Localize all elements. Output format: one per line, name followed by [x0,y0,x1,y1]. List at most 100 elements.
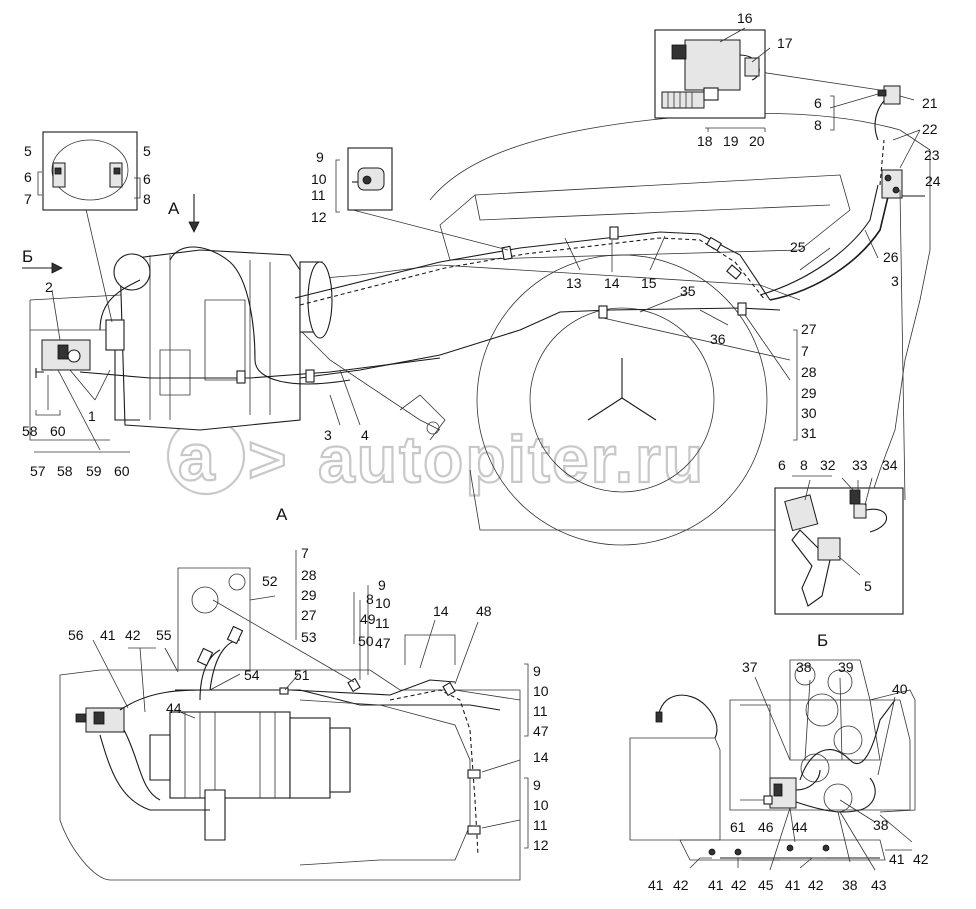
callout-c6c: 6 [143,171,151,187]
callout-c42d: 42 [731,877,747,893]
fuel-filter-23 [881,169,925,199]
callout-c3b: 3 [324,427,332,443]
fuel-line-lower [79,357,441,379]
watermark-text: autopiter.ru [318,422,705,496]
view-a [59,567,521,881]
frame-bolt [426,421,440,435]
callout-c23: 23 [924,147,940,163]
line-to-valve-dashed [879,139,885,186]
callout-c17: 17 [777,35,793,51]
leaders-view-a [92,550,521,829]
callout-c42a: 42 [125,627,141,643]
callout-c28a: 28 [801,364,817,380]
callout-c22: 22 [922,121,938,137]
callout-c41a: 41 [100,627,116,643]
view-label-B-arrow: Б [22,247,33,266]
engine [113,246,351,431]
callout-c36: 36 [710,331,726,347]
callout-c41c: 41 [648,877,664,893]
callout-c42c: 42 [673,877,689,893]
bracket-58-60a [35,410,61,416]
bracket-6-8a [830,95,835,131]
bracket-9-47 [524,663,529,737]
valve-21 [877,85,901,105]
line-25 [759,184,879,296]
callout-c11a: 11 [311,187,326,203]
inset-valve [654,27,771,119]
view-arrow-a [188,194,200,233]
callout-c12b: 12 [533,837,549,853]
callout-c44b: 44 [792,819,808,835]
callout-c5b: 5 [143,143,151,159]
view-b [629,659,916,861]
callout-c44a: 44 [166,700,182,716]
callout-c15: 15 [641,275,657,291]
watermark: a > autopiter.ru [166,416,705,497]
frame-front [29,300,110,441]
callout-c33: 33 [852,457,868,473]
callout-c14a: 14 [604,275,620,291]
callout-c31: 31 [801,425,817,441]
callout-c61: 61 [730,819,746,835]
callout-c54: 54 [244,667,260,683]
callout-c58b: 58 [57,463,73,479]
fuel-line-upper-dashed [299,237,766,306]
callout-c39: 39 [838,659,854,675]
callout-c60b: 60 [114,463,130,479]
bracket-6-8 [134,177,141,199]
view-label-A-arrow: А [168,199,180,218]
watermark-logo-a: a [178,420,217,494]
callout-c38c: 38 [842,877,858,893]
callout-c8d: 8 [366,591,374,607]
frame-rail-lower [30,329,441,431]
heater-return [114,350,140,421]
callout-c7b: 7 [801,343,809,359]
callout-c43: 43 [871,877,887,893]
callout-c57: 57 [30,463,46,479]
watermark-arrow: > [248,422,289,496]
callout-c12a: 12 [311,209,327,225]
inset-clamp [42,131,138,211]
callout-c6a: 6 [814,95,822,111]
callout-c24: 24 [925,173,941,189]
view-arrow-b [22,262,63,274]
callout-c55: 55 [156,627,172,643]
callout-c14c: 14 [533,749,549,765]
callout-c41d: 41 [708,877,724,893]
main-assembly [29,85,931,546]
wheel-outer [476,254,768,546]
bracket-6-7 [37,171,42,196]
callout-c53: 53 [301,629,317,645]
callout-c10d: 10 [533,797,549,813]
callout-c18: 18 [697,133,713,149]
wheel-inner [529,307,715,493]
callout-c7a: 7 [24,191,32,207]
bracket-9-12 [335,159,340,213]
callout-c35: 35 [680,283,696,299]
callout-c37: 37 [742,659,758,675]
leaders-main [47,71,921,501]
view-label-A-title: А [276,505,288,524]
callout-c45: 45 [758,877,774,893]
callout-c48: 48 [476,603,492,619]
inset-clip [347,147,393,211]
callout-c8c: 8 [800,457,808,473]
callout-c8a: 8 [814,117,822,133]
callout-c20: 20 [749,133,765,149]
callout-c6d: 6 [778,457,786,473]
callout-c40: 40 [892,681,908,697]
fuel-line-upper [294,231,771,301]
heater-2 [35,339,91,378]
callout-c47a: 47 [375,635,391,651]
callout-c6b: 6 [24,169,32,185]
callout-c3a: 3 [891,273,899,289]
callout-c47b: 47 [533,723,549,739]
callout-c19: 19 [723,133,739,149]
callout-c26: 26 [883,249,899,265]
callout-c38b: 38 [873,817,889,833]
callout-c41b: 41 [889,851,905,867]
callout-c9b: 9 [378,577,386,593]
fender-inner [439,174,851,261]
bracket-27-31 [793,329,798,441]
